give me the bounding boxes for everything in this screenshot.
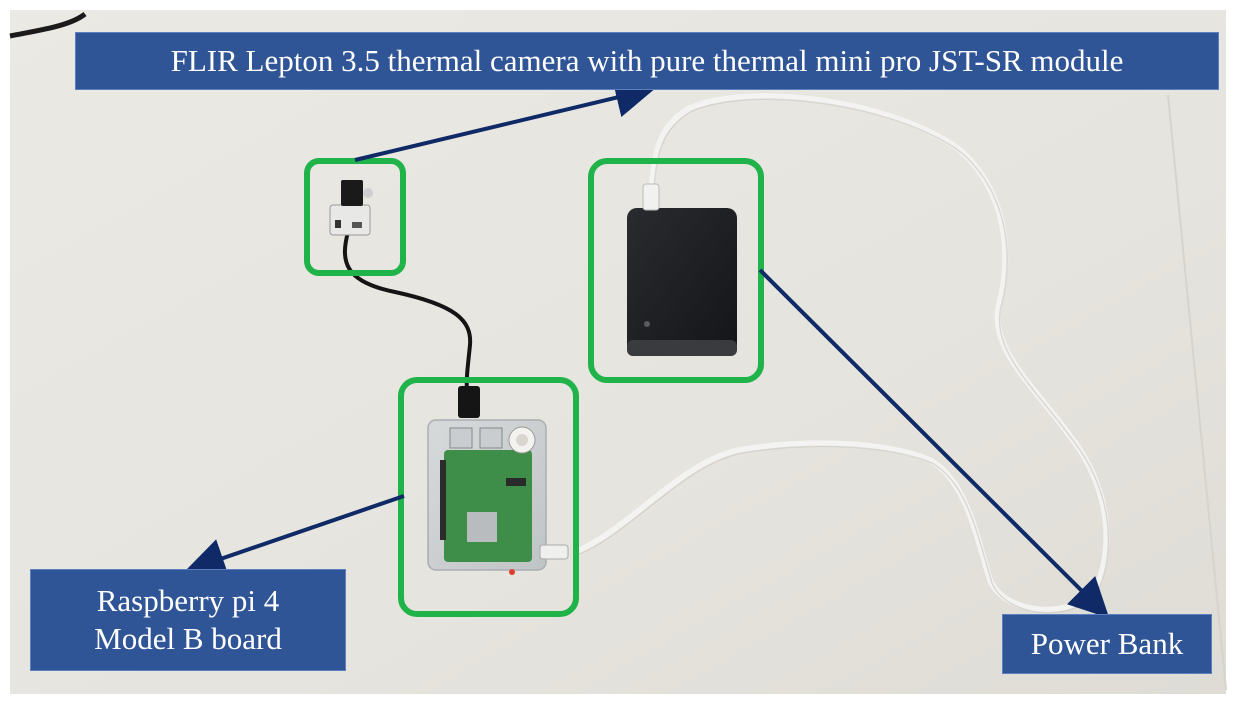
power-bank-arrow (758, 268, 1110, 619)
white-usb-cable (573, 93, 1110, 613)
raspberry-pi-board (427, 419, 569, 575)
black-usb-cable (343, 231, 473, 393)
raspberry-pi-label: Raspberry pi 4 Model B board (30, 569, 346, 671)
camera-highlight-box (304, 158, 406, 276)
power-bank-label-text: Power Bank (1030, 626, 1184, 661)
camera-label-text: FLIR Lepton 3.5 thermal camera with pure… (170, 43, 1124, 78)
white-usb-cable-shadow (576, 98, 1110, 614)
table-seam (1167, 94, 1227, 691)
raspberry-pi-label-line2: Model B board (94, 621, 282, 656)
usb-plug (458, 386, 480, 418)
background-cable (9, 11, 87, 39)
pi-arrow (184, 494, 405, 578)
camera-arrow (354, 78, 656, 162)
raspberry-pi-label-line1: Raspberry pi 4 (96, 583, 280, 618)
camera-label: FLIR Lepton 3.5 thermal camera with pure… (75, 32, 1219, 90)
thermal-camera-module (329, 180, 373, 236)
power-bank-label: Power Bank (1002, 614, 1212, 674)
power-bank (627, 183, 737, 356)
